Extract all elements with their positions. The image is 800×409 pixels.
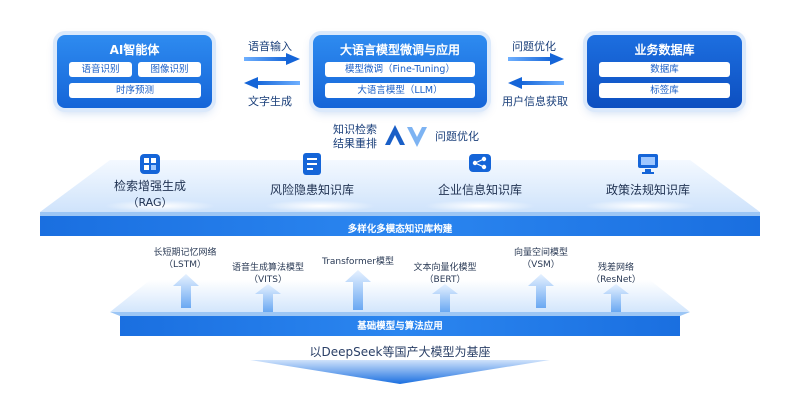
- kb-item-enterprise: 企业信息知识库: [430, 181, 530, 198]
- base-title: 以DeepSeek等国产大模型为基座: [309, 345, 491, 359]
- kb-item-risk-label: 风险隐患知识库: [269, 183, 354, 197]
- model-vits-l1: 语音生成算法模型: [231, 263, 304, 273]
- left-arrow-icon: [244, 77, 300, 89]
- up-arrow-icon: [345, 270, 371, 310]
- model-vsm-l1: 向量空间模型: [513, 248, 568, 258]
- document-icon: [303, 153, 321, 175]
- model-resnet-l2: （ResNet）: [591, 275, 641, 285]
- business-db-title: 业务数据库: [634, 43, 695, 57]
- middle-problem-opt-label: 问题优化: [435, 130, 479, 143]
- ai-item-timeseries: 时序预测: [69, 83, 201, 98]
- retrieval-label-line1: 知识检索: [333, 123, 377, 136]
- up-arrow-icon: [528, 274, 554, 308]
- problem-opt-label: 问题优化: [512, 40, 556, 53]
- user-info-label: 用户信息获取: [502, 95, 568, 108]
- model-lstm-l2: （LSTM）: [164, 260, 206, 270]
- model-transformer-l1: Transformer模型: [321, 257, 394, 267]
- db-item-database: 数据库: [599, 62, 730, 77]
- model-resnet: 残差网络 （ResNet）: [566, 262, 666, 286]
- kb-item-rag-sub: （RAG）: [127, 196, 173, 209]
- right-arrow-icon: [508, 53, 564, 65]
- kb-item-risk: 风险隐患知识库: [262, 181, 362, 198]
- model-vsm-l2: （VSM）: [522, 260, 560, 270]
- ai-agent-title: AI智能体: [109, 43, 160, 57]
- kb-item-enterprise-label: 企业信息知识库: [437, 183, 522, 197]
- llm-title: 大语言模型微调与应用: [339, 43, 460, 57]
- model-bert-l1: 文本向量化模型: [413, 263, 477, 273]
- model-vits: 语音生成算法模型 （VITS）: [218, 262, 318, 286]
- llm-item-finetune: 模型微调（Fine-Tuning）: [325, 62, 475, 77]
- model-vsm: 向量空间模型 （VSM）: [491, 247, 591, 271]
- kb-item-rag: 检索增强生成 （RAG）: [100, 177, 200, 210]
- voice-input-label: 语音输入: [248, 40, 292, 53]
- model-lstm-l1: 长短期记忆网络: [153, 248, 217, 258]
- knowledge-band-title: 多样化多模态知识库构建: [347, 224, 453, 235]
- knowledge-platform: [40, 160, 760, 236]
- kb-item-rag-label: 检索增强生成: [113, 179, 186, 193]
- llm-card: 大语言模型微调与应用 模型微调（Fine-Tuning） 大语言模型（LLM）: [313, 35, 487, 108]
- business-db-card: 业务数据库 数据库 标签库: [587, 35, 742, 108]
- model-vits-l2: （VITS）: [248, 275, 288, 285]
- text-gen-label: 文字生成: [248, 95, 292, 108]
- up-arrow-icon: [603, 284, 629, 312]
- grid-icon: [140, 154, 160, 174]
- share-icon: [469, 154, 491, 172]
- kb-item-policy: 政策法规知识库: [598, 181, 698, 198]
- model-bert-l2: （BERT）: [424, 275, 466, 285]
- model-lstm: 长短期记忆网络 （LSTM）: [135, 247, 235, 271]
- model-bert: 文本向量化模型 （BERT）: [395, 262, 495, 286]
- up-arrow-icon: [255, 284, 281, 312]
- up-arrow-icon: [432, 284, 458, 312]
- ai-item-speech: 语音识别: [69, 62, 132, 77]
- kb-item-policy-label: 政策法规知识库: [605, 183, 690, 197]
- ai-agent-card: AI智能体 语音识别 图像识别 时序预测: [57, 35, 212, 108]
- llm-item-llm: 大语言模型（LLM）: [325, 83, 475, 98]
- ai-item-image: 图像识别: [138, 62, 201, 77]
- base-chevron: [250, 360, 550, 384]
- model-transformer: Transformer模型: [308, 256, 408, 268]
- model-resnet-l1: 残差网络: [597, 263, 634, 273]
- monitor-icon: [638, 154, 658, 174]
- retrieval-label: 知识检索 结果重排: [333, 123, 377, 151]
- up-arrow-icon: [173, 274, 199, 308]
- left-arrow-icon: [508, 77, 564, 89]
- model-band-title: 基础模型与算法应用: [357, 321, 443, 332]
- right-arrow-icon: [244, 53, 300, 65]
- db-item-tags: 标签库: [599, 83, 730, 98]
- up-down-chevrons-icon: [385, 125, 427, 147]
- retrieval-label-line2: 结果重排: [333, 137, 377, 150]
